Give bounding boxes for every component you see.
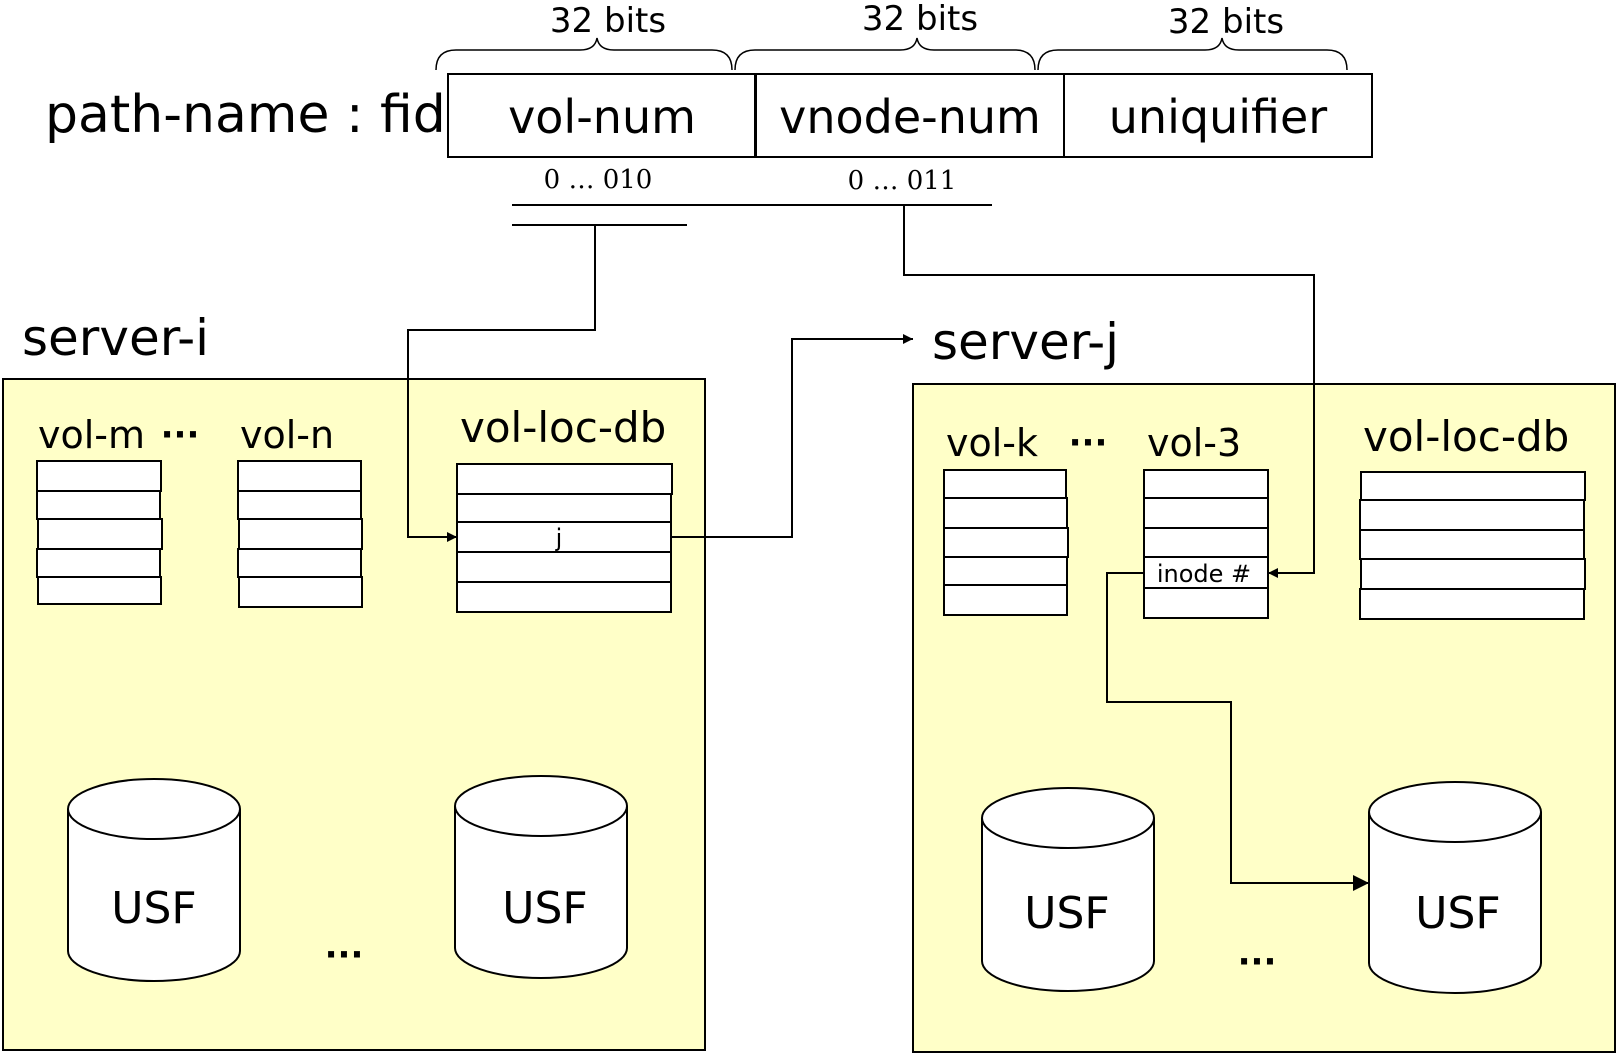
server-j-vol-k-table: [943, 469, 1069, 616]
server-i-disk-b-label: USF: [502, 883, 587, 934]
server-j-vol-3-label: vol-3: [1147, 421, 1241, 465]
server-i-db-entry-j: j: [555, 524, 563, 552]
bits-label-vnode-num: 32 bits: [862, 0, 978, 39]
server-i-vol-n-label: vol-n: [240, 413, 334, 457]
fid-cell-vol-num-label: vol-num: [508, 90, 696, 144]
server-j-disk-b-label: USF: [1415, 888, 1500, 939]
fid-cell-vnode-num: [755, 73, 1065, 158]
server-i-db-label: vol-loc-db: [460, 403, 666, 452]
server-j-title: server-j: [932, 313, 1119, 371]
bits-label-vol-num: 32 bits: [550, 1, 666, 41]
arrow-inode-to-usf: [1106, 572, 1369, 891]
bits-label-uniquifier: 32 bits: [1168, 2, 1284, 42]
server-j-ellipsis: ···: [1069, 423, 1108, 463]
arrow-vol-num-to-vol-loc-db: [407, 225, 596, 542]
brace-uniquifier: [1037, 37, 1348, 71]
server-i-ellipsis: ···: [161, 415, 200, 455]
fid-cell-vol-num: [447, 73, 756, 158]
server-j-disk-a-label: USF: [1024, 888, 1109, 939]
server-j-disk-a: USF: [981, 787, 1155, 992]
server-j-disk-ellipsis: ···: [1238, 942, 1277, 982]
server-i-disk-a-label: USF: [111, 883, 196, 934]
server-j-inode-entry: inode #: [1157, 560, 1251, 588]
vol-num-value: 0 … 010: [544, 165, 653, 195]
server-i-vol-loc-db-table: [456, 463, 673, 613]
server-j-vol-loc-db-table: [1359, 471, 1586, 620]
server-i-vol-m-table: [36, 460, 163, 605]
brace-vnode-num: [734, 37, 1036, 71]
arrow-vol-loc-db-to-server-j: [671, 334, 913, 538]
fid-label: path-name : fid: [45, 85, 446, 145]
server-j-db-label: vol-loc-db: [1363, 412, 1569, 461]
server-j-vol-k-label: vol-k: [946, 421, 1038, 465]
server-j-vol-3-table: [1143, 469, 1269, 619]
server-j-disk-b: USF: [1368, 781, 1542, 994]
fid-cell-uniquifier-label: uniquifier: [1109, 90, 1327, 144]
fid-cell-uniquifier: [1063, 73, 1373, 158]
server-i-title: server-i: [22, 309, 209, 367]
fid-cell-vnode-num-label: vnode-num: [779, 90, 1041, 144]
server-i-disk-ellipsis: ···: [325, 935, 364, 975]
vnode-num-value: 0 … 011: [848, 166, 957, 196]
brace-vol-num: [435, 37, 733, 71]
server-i-disk-b: USF: [454, 775, 628, 979]
arrow-vnode-num-to-inode: [903, 205, 1315, 578]
server-i-vol-n-table: [237, 460, 363, 608]
server-i-disk-a: USF: [67, 778, 241, 982]
server-i-vol-m-label: vol-m: [38, 413, 145, 457]
